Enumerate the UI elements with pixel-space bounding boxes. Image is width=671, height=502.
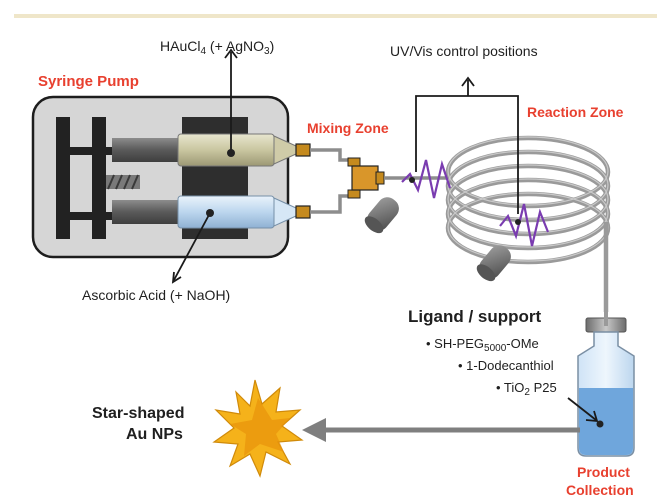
ligand-item-peg: • SH-PEG5000-OMe <box>426 336 539 354</box>
uv-vis-detector-2 <box>476 245 511 282</box>
plunger-rod-top <box>112 138 182 162</box>
ligand-arrow <box>567 397 599 423</box>
pump-housing <box>31 95 290 259</box>
lead-screw-icon <box>106 174 140 190</box>
haucl4-label: HAuCl4 (+ AgNO3) <box>160 38 275 57</box>
uv-vis-bracket <box>415 76 519 214</box>
uv-vis-detector-1 <box>364 197 399 234</box>
spectro-wave-1 <box>401 159 452 199</box>
ligand-item-dodecanthiol: • 1-Dodecanthiol <box>458 358 554 373</box>
star-shaped-label: Star-shaped <box>92 405 185 422</box>
ascorbic-acid-label: Ascorbic Acid (+ NaOH) <box>82 287 231 303</box>
t-mixer <box>347 157 385 199</box>
reaction-coil <box>445 135 611 265</box>
ascorbic-arrow <box>171 212 211 284</box>
reaction-zone-label: Reaction Zone <box>527 104 624 120</box>
pump-frame-mid <box>92 117 106 239</box>
uv-vis-label: UV/Vis control positions <box>390 43 538 59</box>
star-nanoparticle-icon <box>212 379 304 478</box>
syringe-pump <box>31 95 297 259</box>
ligand-title: Ligand / support <box>408 307 542 326</box>
plunger-rod-bottom <box>112 200 182 224</box>
collection-vial <box>577 312 635 457</box>
inlet-tubing <box>310 148 352 214</box>
ligand-item-tio2: • TiO2 P25 <box>496 380 557 398</box>
au-nps-label: Au NPs <box>126 426 183 443</box>
fittings <box>295 143 311 219</box>
pump-frame-left <box>56 117 70 239</box>
syringe-pump-label: Syringe Pump <box>38 73 139 90</box>
spectro-wave-2 <box>499 203 550 247</box>
product-label: Product <box>577 464 630 480</box>
collection-label: Collection <box>566 482 634 498</box>
syringe-gold <box>177 133 275 167</box>
top-rule <box>14 14 657 18</box>
output-arrow <box>302 418 580 442</box>
haucl4-arrow <box>224 48 238 150</box>
mixing-zone-label: Mixing Zone <box>307 120 389 136</box>
syringe-blue <box>177 195 275 229</box>
